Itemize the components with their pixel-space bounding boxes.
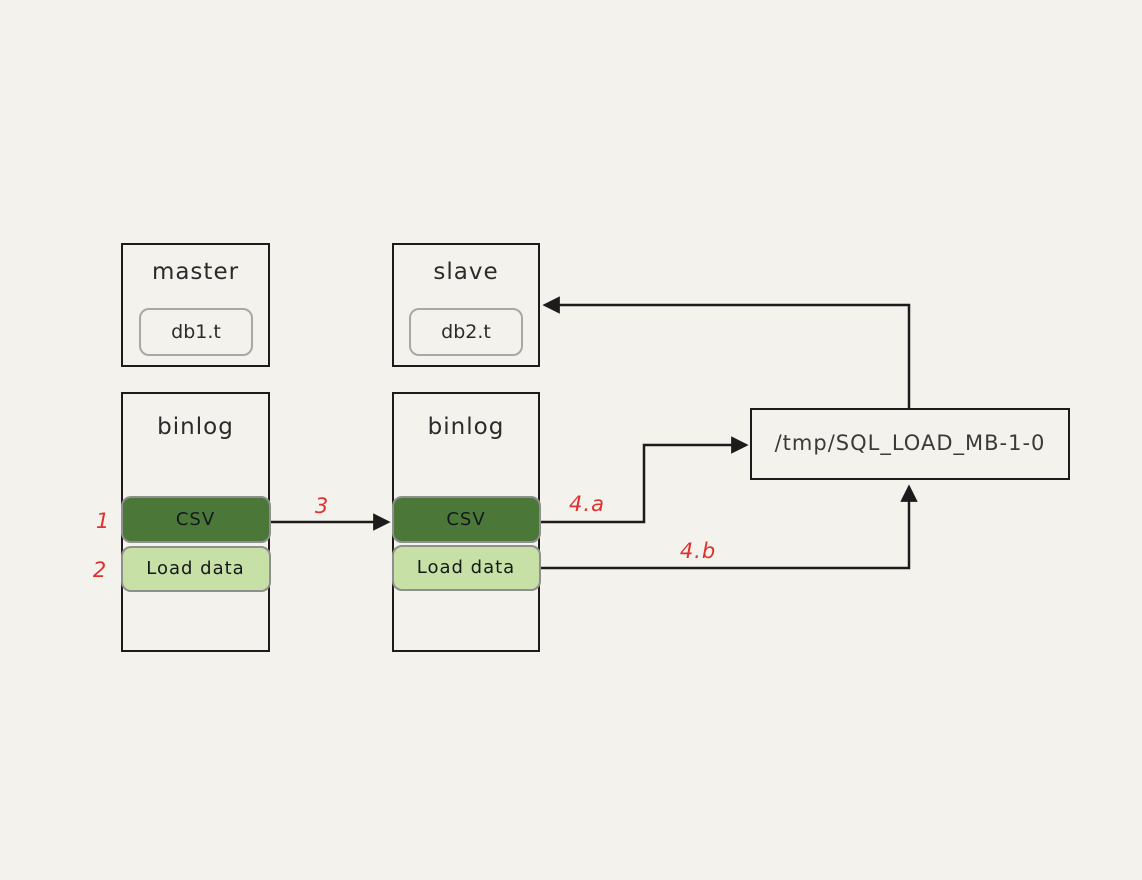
- slave-binlog-node: binlog CSV Load data: [391, 392, 541, 652]
- step-label-2: 2: [92, 558, 108, 582]
- step-label-3: 3: [314, 494, 330, 518]
- step-label-1: 1: [95, 509, 111, 533]
- slave-binlog-load-data-event: Load data: [391, 545, 541, 591]
- step-label-4a: 4.a: [569, 492, 605, 516]
- master-binlog-csv-event: CSV: [120, 496, 271, 543]
- master-binlog-title: binlog: [157, 414, 234, 440]
- step-label-4b: 4.b: [679, 539, 717, 563]
- slave-binlog-csv-event: CSV: [391, 496, 541, 543]
- slave-title: slave: [433, 259, 499, 285]
- master-binlog-load-data-event: Load data: [120, 546, 271, 592]
- master-node: master db1.t: [121, 243, 270, 367]
- master-title: master: [151, 259, 240, 285]
- arrow-tmp-file-to-slave: [542, 296, 911, 408]
- slave-binlog-title: binlog: [427, 414, 505, 440]
- db2-table-pill: db2.t: [409, 308, 523, 356]
- tmp-file-node: /tmp/SQL_LOAD_MB-1-0: [750, 408, 1070, 480]
- master-binlog-node: binlog CSV Load data: [120, 392, 271, 652]
- db1-table-pill: db1.t: [139, 308, 253, 356]
- slave-node: slave db2.t: [392, 243, 540, 367]
